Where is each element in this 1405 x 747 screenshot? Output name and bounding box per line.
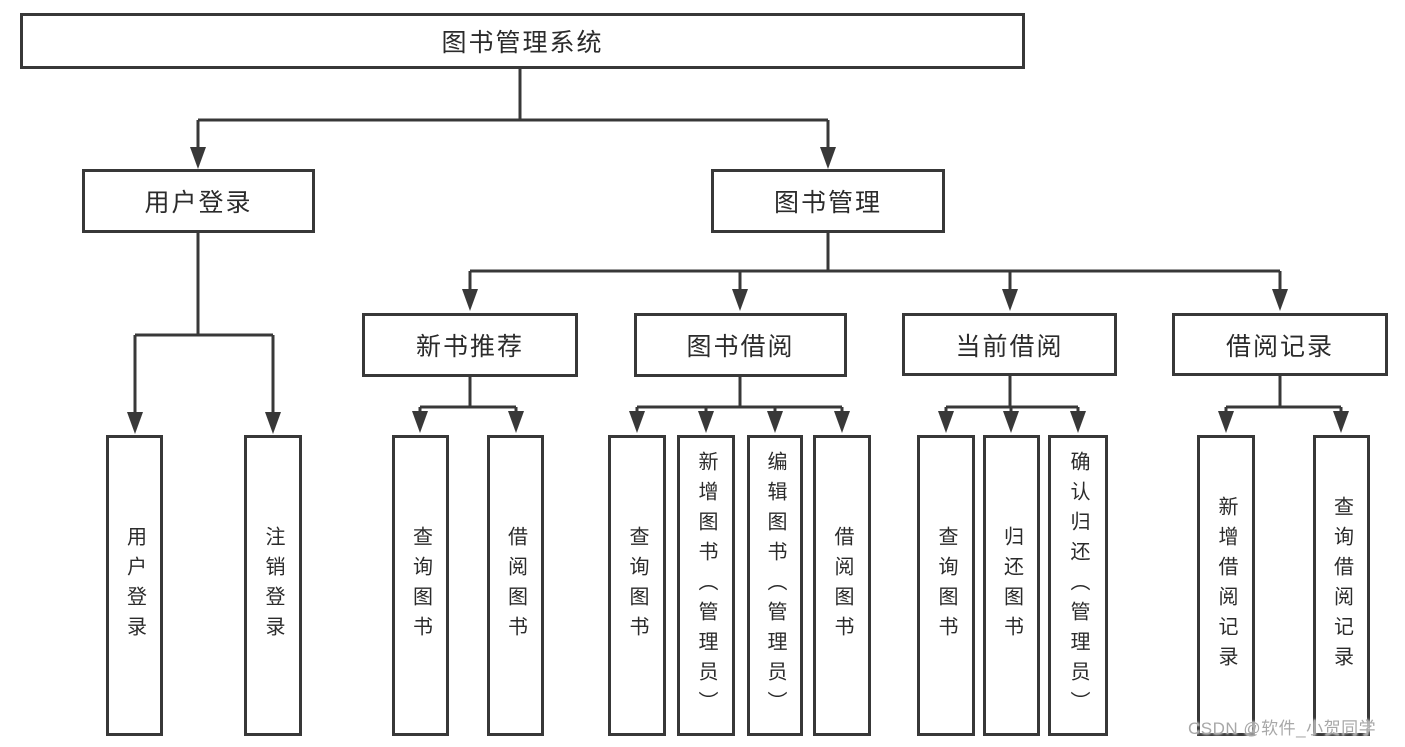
leaf-label: 查询图书 (409, 525, 432, 646)
node-new-book-recommend: 新书推荐 (362, 313, 578, 377)
leaf-query-books-current: 查询图书 (917, 435, 975, 736)
csdn-watermark: CSDN @软件_小贺同学 (1188, 719, 1377, 738)
leaf-label: 借阅图书 (831, 525, 853, 646)
node-label: 用户登录 (144, 189, 253, 217)
leaf-query-borrow-record: 查询借阅记录 (1313, 435, 1370, 736)
leaf-borrow-books-recommend: 借阅图书 (487, 435, 544, 736)
node-label: 图书管理系统 (441, 29, 604, 57)
leaf-user-login: 用户登录 (106, 435, 163, 736)
leaf-add-books-admin: 新增图书（管理员） (677, 435, 735, 736)
leaf-label: 确认归还（管理员） (1067, 450, 1089, 721)
node-label: 图书管理 (773, 189, 882, 217)
leaf-label: 新增借阅记录 (1215, 495, 1237, 676)
leaf-logout: 注销登录 (244, 435, 302, 736)
leaf-label: 编辑图书（管理员） (764, 450, 786, 721)
leaf-return-books: 归还图书 (983, 435, 1040, 736)
leaf-label: 注销登录 (262, 525, 284, 646)
leaf-query-books-borrow: 查询图书 (608, 435, 666, 736)
leaf-query-books-recommend: 查询图书 (392, 435, 449, 736)
node-library-management-system: 图书管理系统 (20, 13, 1025, 69)
leaf-borrow-books: 借阅图书 (813, 435, 871, 736)
leaf-label: 归还图书 (1000, 525, 1023, 646)
node-label: 借阅记录 (1225, 332, 1334, 361)
leaf-label: 新增图书（管理员） (695, 450, 717, 721)
node-user-login: 用户登录 (82, 169, 315, 233)
node-book-borrowing: 图书借阅 (634, 313, 847, 377)
node-label: 新书推荐 (415, 333, 524, 361)
leaf-confirm-return-admin: 确认归还（管理员） (1048, 435, 1108, 736)
arrowheads (127, 147, 1349, 434)
leaf-label: 借阅图书 (504, 525, 527, 646)
node-book-management: 图书管理 (711, 169, 945, 233)
leaf-label: 查询借阅记录 (1330, 495, 1353, 676)
node-label: 当前借阅 (955, 332, 1064, 361)
leaf-label: 查询图书 (935, 525, 957, 646)
leaf-add-borrow-record: 新增借阅记录 (1197, 435, 1255, 736)
leaf-label: 用户登录 (123, 525, 146, 646)
leaf-label: 查询图书 (626, 525, 648, 646)
node-current-borrowing: 当前借阅 (902, 313, 1117, 376)
node-borrowing-records: 借阅记录 (1172, 313, 1388, 376)
node-label: 图书借阅 (686, 333, 795, 361)
leaf-edit-books-admin: 编辑图书（管理员） (747, 435, 803, 736)
